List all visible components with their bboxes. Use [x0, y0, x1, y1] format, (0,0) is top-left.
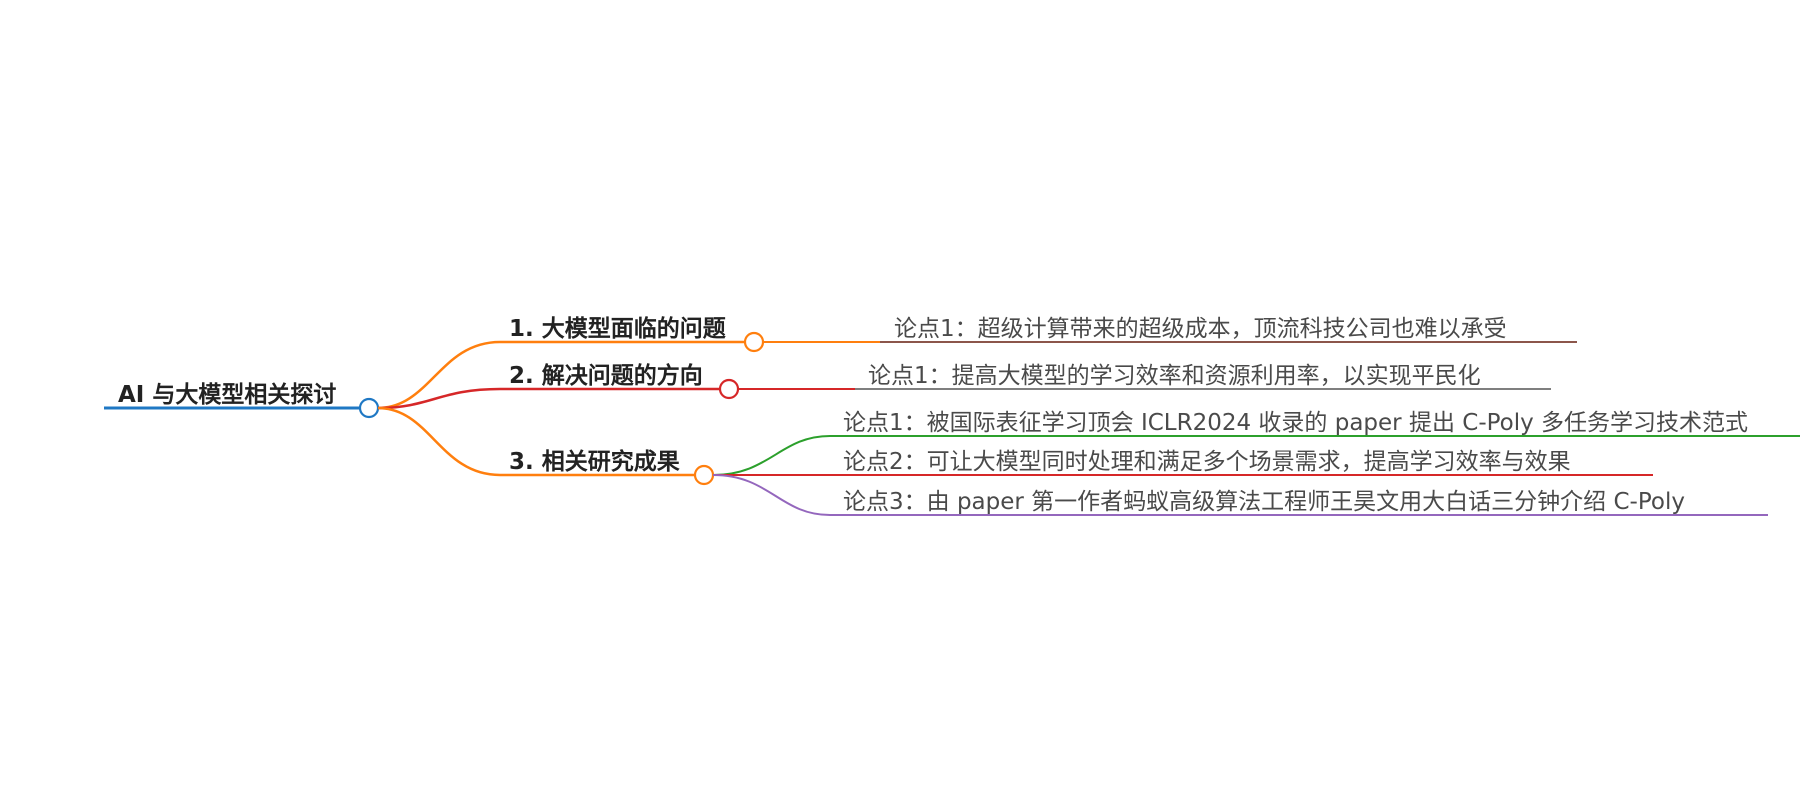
leaf-3-1-label: 论点1：被国际表征学习顶会 ICLR2024 收录的 paper 提出 C-Po…	[843, 410, 1748, 436]
root-node[interactable]: AI 与大模型相关探讨	[104, 381, 380, 419]
branch-3[interactable]: 3. 相关研究成果	[377, 406, 715, 486]
leaf-3-2-label: 论点2：可让大模型同时处理和满足多个场景需求，提高学习效率与效果	[843, 449, 1571, 475]
leaf-3-3-label: 论点3：由 paper 第一作者蚂蚁高级算法工程师王昊文用大白话三分钟介绍 C-…	[843, 489, 1685, 515]
branch-2-label: 2. 解决问题的方向	[509, 362, 703, 389]
branch-3-leaf-1[interactable]: 论点1：被国际表征学习顶会 ICLR2024 收录的 paper 提出 C-Po…	[712, 410, 1800, 476]
leaf-3-1-connector	[712, 435, 831, 476]
branch-3-connector	[377, 406, 501, 477]
branch-1-collapse-toggle[interactable]	[743, 331, 765, 353]
branch-3-collapse-toggle[interactable]	[693, 464, 715, 486]
branch-1-label: 1. 大模型面临的问题	[509, 315, 726, 342]
branch-3-label: 3. 相关研究成果	[509, 448, 680, 475]
branch-2-connector	[377, 387, 501, 410]
leaf-2-1-label: 论点1：提高大模型的学习效率和资源利用率，以实现平民化	[868, 363, 1481, 389]
branch-3-leaf-3[interactable]: 论点3：由 paper 第一作者蚂蚁高级算法工程师王昊文用大白话三分钟介绍 C-…	[712, 474, 1768, 516]
root-collapse-toggle[interactable]	[358, 397, 380, 419]
branch-2[interactable]: 2. 解决问题的方向	[377, 362, 740, 410]
leaf-1-1-label: 论点1：超级计算带来的超级成本，顶流科技公司也难以承受	[894, 316, 1507, 342]
branch-1-leaf-1[interactable]: 论点1：超级计算带来的超级成本，顶流科技公司也难以承受	[763, 316, 1577, 343]
branch-2-leaf-1[interactable]: 论点1：提高大模型的学习效率和资源利用率，以实现平民化	[738, 363, 1551, 390]
branch-1[interactable]: 1. 大模型面临的问题	[377, 315, 765, 410]
root-label: AI 与大模型相关探讨	[118, 381, 336, 408]
branch-2-collapse-toggle[interactable]	[718, 378, 740, 400]
branch-3-leaf-2[interactable]: 论点2：可让大模型同时处理和满足多个场景需求，提高学习效率与效果	[713, 449, 1653, 476]
branch-1-connector	[377, 340, 501, 410]
leaf-3-3-connector	[712, 474, 831, 516]
